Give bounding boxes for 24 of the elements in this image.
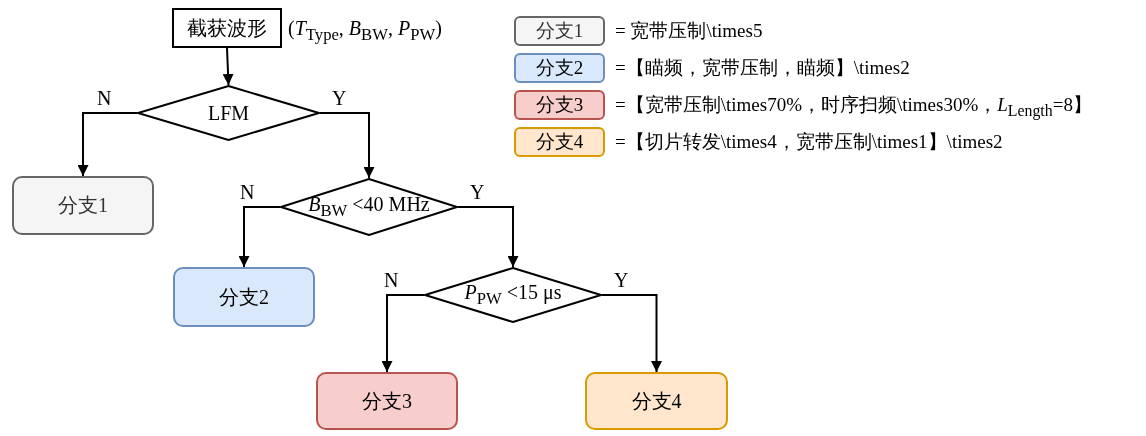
arrow (238, 206, 281, 268)
result-box: 分支2 (173, 267, 315, 327)
definition-text: =【瞄频，宽带压制，瞄频】\times2 (615, 57, 910, 79)
definition-text: = 宽带压制\times5 (615, 20, 763, 42)
result-box: 分支1 (12, 176, 154, 235)
process-box: 截获波形 (172, 8, 282, 48)
result-box: 分支3 (316, 372, 458, 430)
arrow (77, 112, 138, 177)
result-box: 分支4 (585, 372, 728, 430)
decision-diamond: P$_{PW}$ <15 μs (424, 267, 602, 323)
key-box: 分支1 (514, 16, 605, 46)
parameter-label: (T$_{Type}$, B$_{BW}$, P$_{PW}$) (288, 17, 442, 46)
arrow (381, 294, 425, 373)
definition-text: =【切片转发\times4，宽带压制\times1】\times2 (615, 131, 1003, 153)
arrow (222, 47, 234, 86)
key-box: 分支2 (514, 53, 605, 83)
key-box: 分支3 (514, 90, 605, 120)
key-box: 分支4 (514, 127, 605, 157)
decision-diamond: LFM (137, 85, 320, 141)
arrow (601, 294, 662, 373)
arrow (457, 206, 519, 268)
arrow (319, 112, 375, 179)
decision-diamond: B$_{BW}$ <40 MHz (280, 178, 458, 236)
definition-text: =【宽带压制\times70%，时序扫频\times30%，L$_{Length}$=8】 (615, 94, 1092, 122)
